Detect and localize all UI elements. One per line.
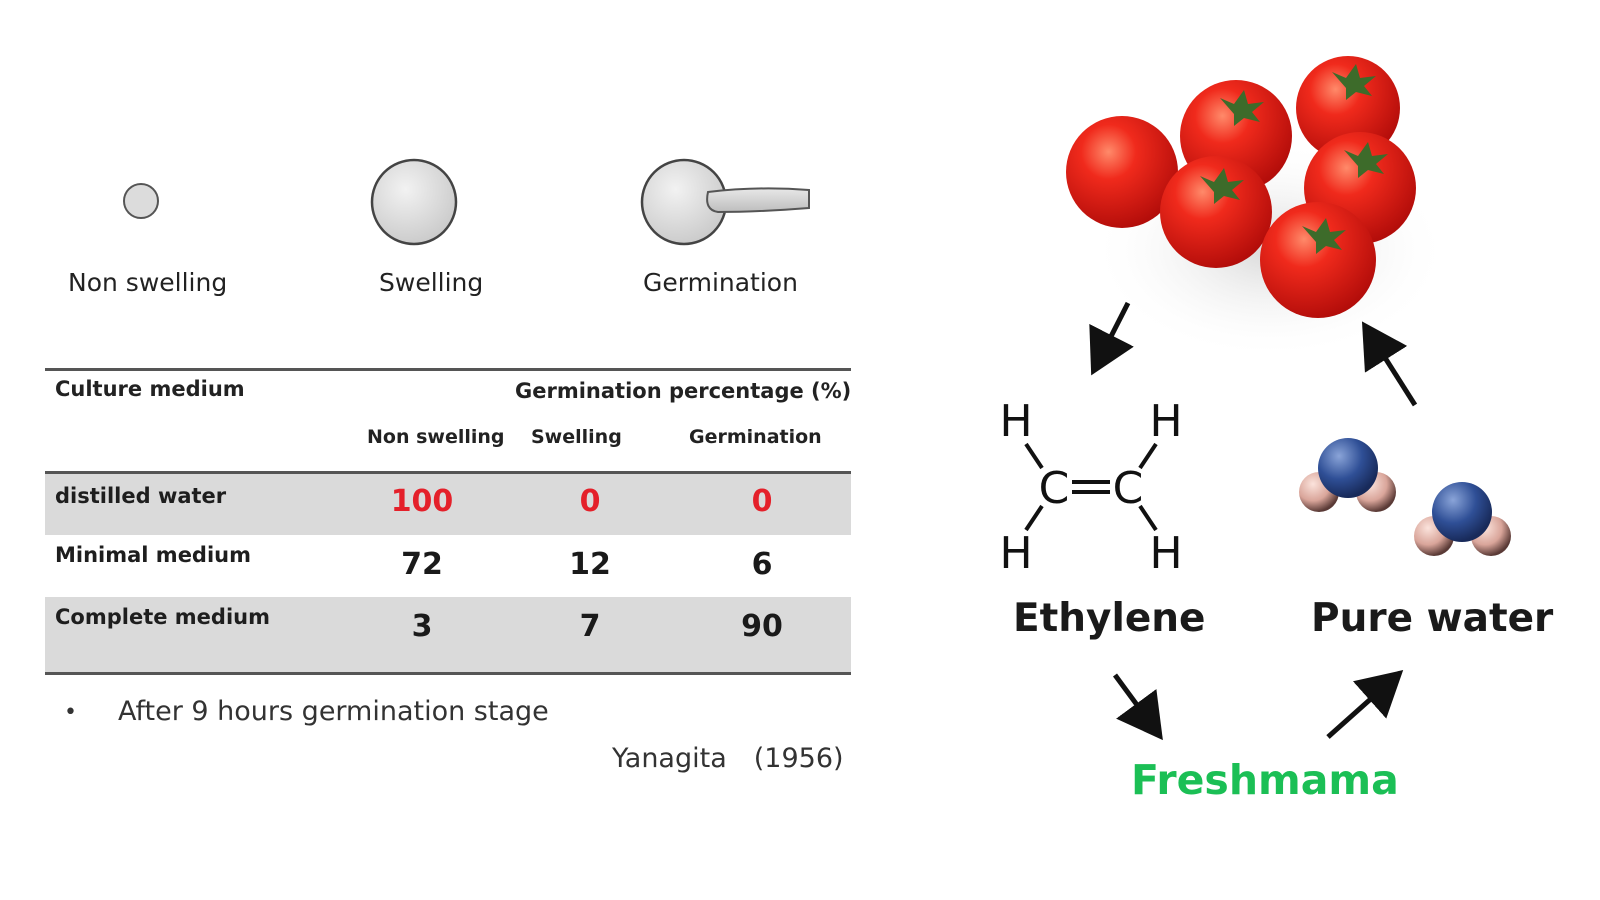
ethylene-structure-icon: H H C C H H [999, 396, 1182, 579]
atom-c: C [1039, 463, 1070, 514]
tomato [1066, 116, 1178, 228]
atom-h: H [1149, 528, 1182, 579]
cell-value: 0 [579, 484, 601, 519]
atom-c: C [1113, 463, 1144, 514]
arrow-tomato-to-ethylene [1089, 301, 1134, 376]
column-header-non-swelling: Non swelling [367, 426, 505, 448]
cell-value: 90 [741, 609, 783, 644]
water-molecule [1414, 482, 1511, 556]
table-row [45, 597, 851, 672]
column-header-swelling: Swelling [531, 426, 622, 448]
column-header-germination: Germination [689, 426, 822, 448]
note-text: After 9 hours germination stage [118, 696, 549, 727]
row-label-complete-medium: Complete medium [55, 605, 270, 629]
row-label-minimal-medium: Minimal medium [55, 543, 251, 567]
citation-text: Yanagita (1956) [612, 743, 844, 774]
arrow-ethylene-to-freshmama [1112, 673, 1163, 741]
tomato [1260, 202, 1376, 318]
bullet-icon: • [64, 700, 77, 725]
water-molecule [1299, 438, 1396, 512]
stage-label-non-swelling: Non swelling [68, 268, 228, 297]
row-label-distilled-water: distilled water [55, 484, 227, 508]
tomato [1160, 156, 1272, 268]
stage-label-germination: Germination [643, 268, 798, 297]
swelling-spore-icon [370, 158, 458, 246]
cell-value: 100 [390, 484, 454, 519]
water-molecule-icon [1299, 438, 1511, 556]
freshmama-brand-label: Freshmama [1131, 756, 1399, 804]
cell-value: 0 [751, 484, 773, 519]
atom-h: H [999, 528, 1032, 579]
arrow-water-to-tomato [1361, 321, 1418, 407]
cell-value: 6 [751, 547, 773, 582]
table-bottom-rule [45, 672, 851, 675]
table-row [45, 474, 851, 535]
arrow-freshmama-to-water [1326, 670, 1404, 739]
table-header-rule [45, 471, 851, 474]
header-culture-medium: Culture medium [55, 377, 245, 401]
non-swelling-spore-icon [123, 183, 159, 219]
cell-value: 3 [411, 609, 433, 644]
cell-value: 7 [579, 609, 601, 644]
cell-value: 72 [401, 547, 443, 582]
cell-value: 12 [569, 547, 611, 582]
header-germination-percentage: Germination percentage (%) [515, 379, 852, 403]
atom-h: H [1149, 396, 1182, 447]
stage-label-swelling: Swelling [379, 268, 484, 297]
pure-water-label: Pure water [1311, 596, 1554, 641]
ethylene-label: Ethylene [1013, 596, 1206, 641]
atom-h: H [999, 396, 1032, 447]
table-top-rule [45, 368, 851, 371]
germinating-spore-icon [640, 158, 810, 246]
tomatoes-photo [1066, 56, 1440, 350]
